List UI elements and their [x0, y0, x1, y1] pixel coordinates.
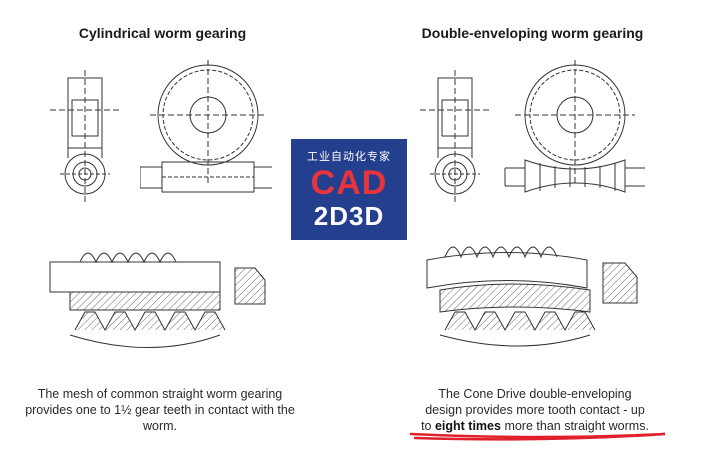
caption-right-line3-pre: to	[421, 419, 435, 433]
title-double-enveloping: Double-enveloping worm gearing	[421, 25, 644, 41]
watermark-subtitle: 工业自动化专家	[307, 150, 391, 163]
red-underline-annotation	[409, 432, 666, 441]
double-enveloping-mesh-section	[426, 246, 638, 347]
caption-cylindrical: The mesh of common straight worm gearing…	[25, 387, 295, 433]
double-enveloping-front-view	[504, 60, 645, 193]
cad-2d3d-watermark: 工业自动化专家 CAD 2D3D	[291, 139, 407, 240]
caption-right-line3-post: more than straight worms.	[500, 419, 649, 433]
watermark-2d3d: 2D3D	[313, 201, 385, 231]
caption-right-line1: The Cone Drive double-enveloping	[438, 387, 632, 401]
cylindrical-side-view	[50, 70, 120, 205]
caption-right-line2: design provides more tooth contact - up	[425, 403, 645, 417]
title-cylindrical: Cylindrical worm gearing	[78, 25, 247, 41]
cylindrical-front-view	[140, 60, 272, 193]
double-enveloping-side-view	[420, 70, 490, 205]
caption-right-emphasis: eight times	[434, 419, 501, 433]
watermark-cad: CAD	[310, 164, 388, 202]
cylindrical-mesh-section	[49, 252, 266, 348]
caption-right-line3: to eight times more than straight worms.	[385, 418, 685, 434]
caption-double-enveloping: The Cone Drive double-enveloping design …	[385, 386, 685, 434]
